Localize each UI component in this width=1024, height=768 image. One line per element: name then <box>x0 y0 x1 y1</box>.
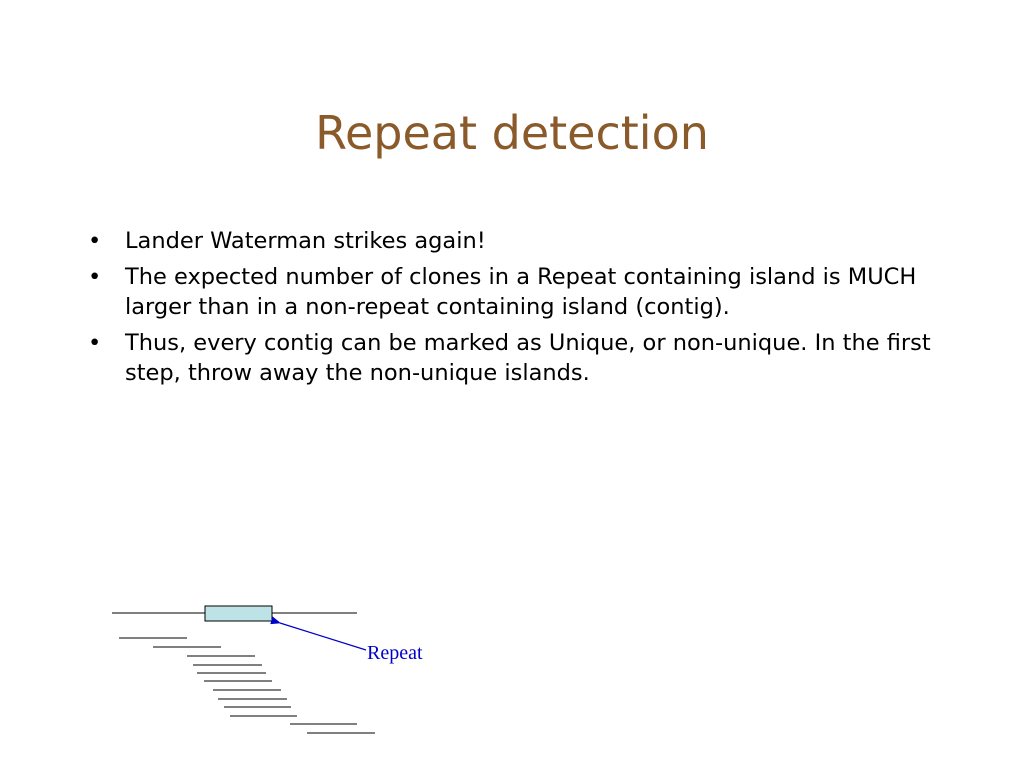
bullet-item: • Thus, every contig can be marked as Un… <box>88 328 948 388</box>
bullet-dot-icon: • <box>88 264 102 290</box>
bullet-text: Lander Waterman strikes again! <box>125 228 486 254</box>
repeat-region-box <box>204 605 273 622</box>
repeat-pointer-arrow-icon <box>270 616 367 651</box>
bullet-dot-icon: • <box>88 330 102 356</box>
bullet-list: • Lander Waterman strikes again! • The e… <box>88 226 948 394</box>
bullet-dot-icon: • <box>88 228 102 254</box>
slide-title: Repeat detection <box>315 106 709 160</box>
repeat-label: Repeat <box>367 642 423 664</box>
bullet-text: The expected number of clones in a Repea… <box>125 264 917 320</box>
bullet-item: • Lander Waterman strikes again! <box>88 226 948 256</box>
bullet-item: • The expected number of clones in a Rep… <box>88 262 948 322</box>
bullet-text: Thus, every contig can be marked as Uniq… <box>125 330 931 386</box>
